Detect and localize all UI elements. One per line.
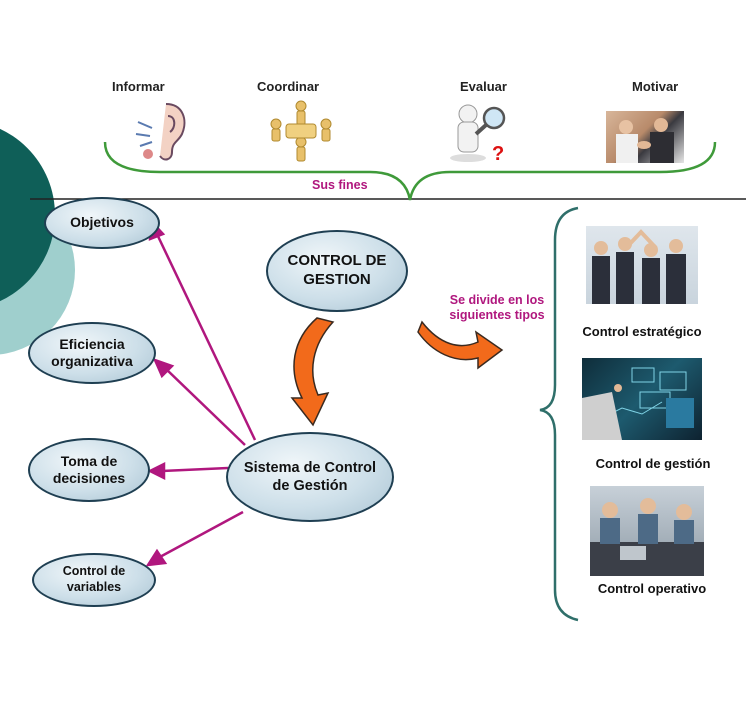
label-control-estrategico: Control estratégico [582,324,702,339]
function-label-informar: Informar [112,79,165,94]
photo-operativo [590,486,704,576]
magnifier-question-icon: ? [450,104,506,164]
arrowhead-toma [147,461,166,481]
function-label-coordinar: Coordinar [257,79,320,94]
label-control-de-gestion: Control de gestión [595,456,711,471]
function-label-evaluar: Evaluar [460,79,507,94]
function-label-motivar: Motivar [632,79,679,94]
teal-dark-circle [0,128,55,302]
svg-text:?: ? [492,143,504,164]
sus-fines-label: Sus fines [312,178,368,192]
arrow-to-eficiencia [164,367,246,446]
ear-icon [135,103,186,161]
label-control-operativo: Control operativo [597,581,707,596]
arrow-to-control-variables [157,510,244,560]
node-toma-de-decisiones: Toma de decisiones [28,438,150,502]
handshake-photo [606,111,684,163]
arrow-to-objetivos [154,231,257,441]
node-control-de-variables: Control de variables [32,553,156,607]
right-brace [539,206,579,622]
divide-label: Se divide en los siguientes tipos [449,293,545,322]
people-puzzle-icon [270,100,332,162]
photo-estrategico [586,226,698,304]
arrowhead-control-variables [145,548,168,567]
top-brace [103,141,717,201]
node-objetivos: Objetivos [44,197,160,249]
photo-gestion [582,358,702,440]
node-control-de-gestion: CONTROL DE GESTION [266,230,408,312]
arrowhead-eficiencia [152,357,175,379]
node-sistema-de-control: Sistema de Control de Gestión [226,432,394,522]
arrow-to-toma [161,466,229,473]
orange-down-arrow [290,317,335,427]
orange-right-arrow [417,320,504,370]
node-eficiencia-organizativa: Eficiencia organizativa [28,322,156,384]
